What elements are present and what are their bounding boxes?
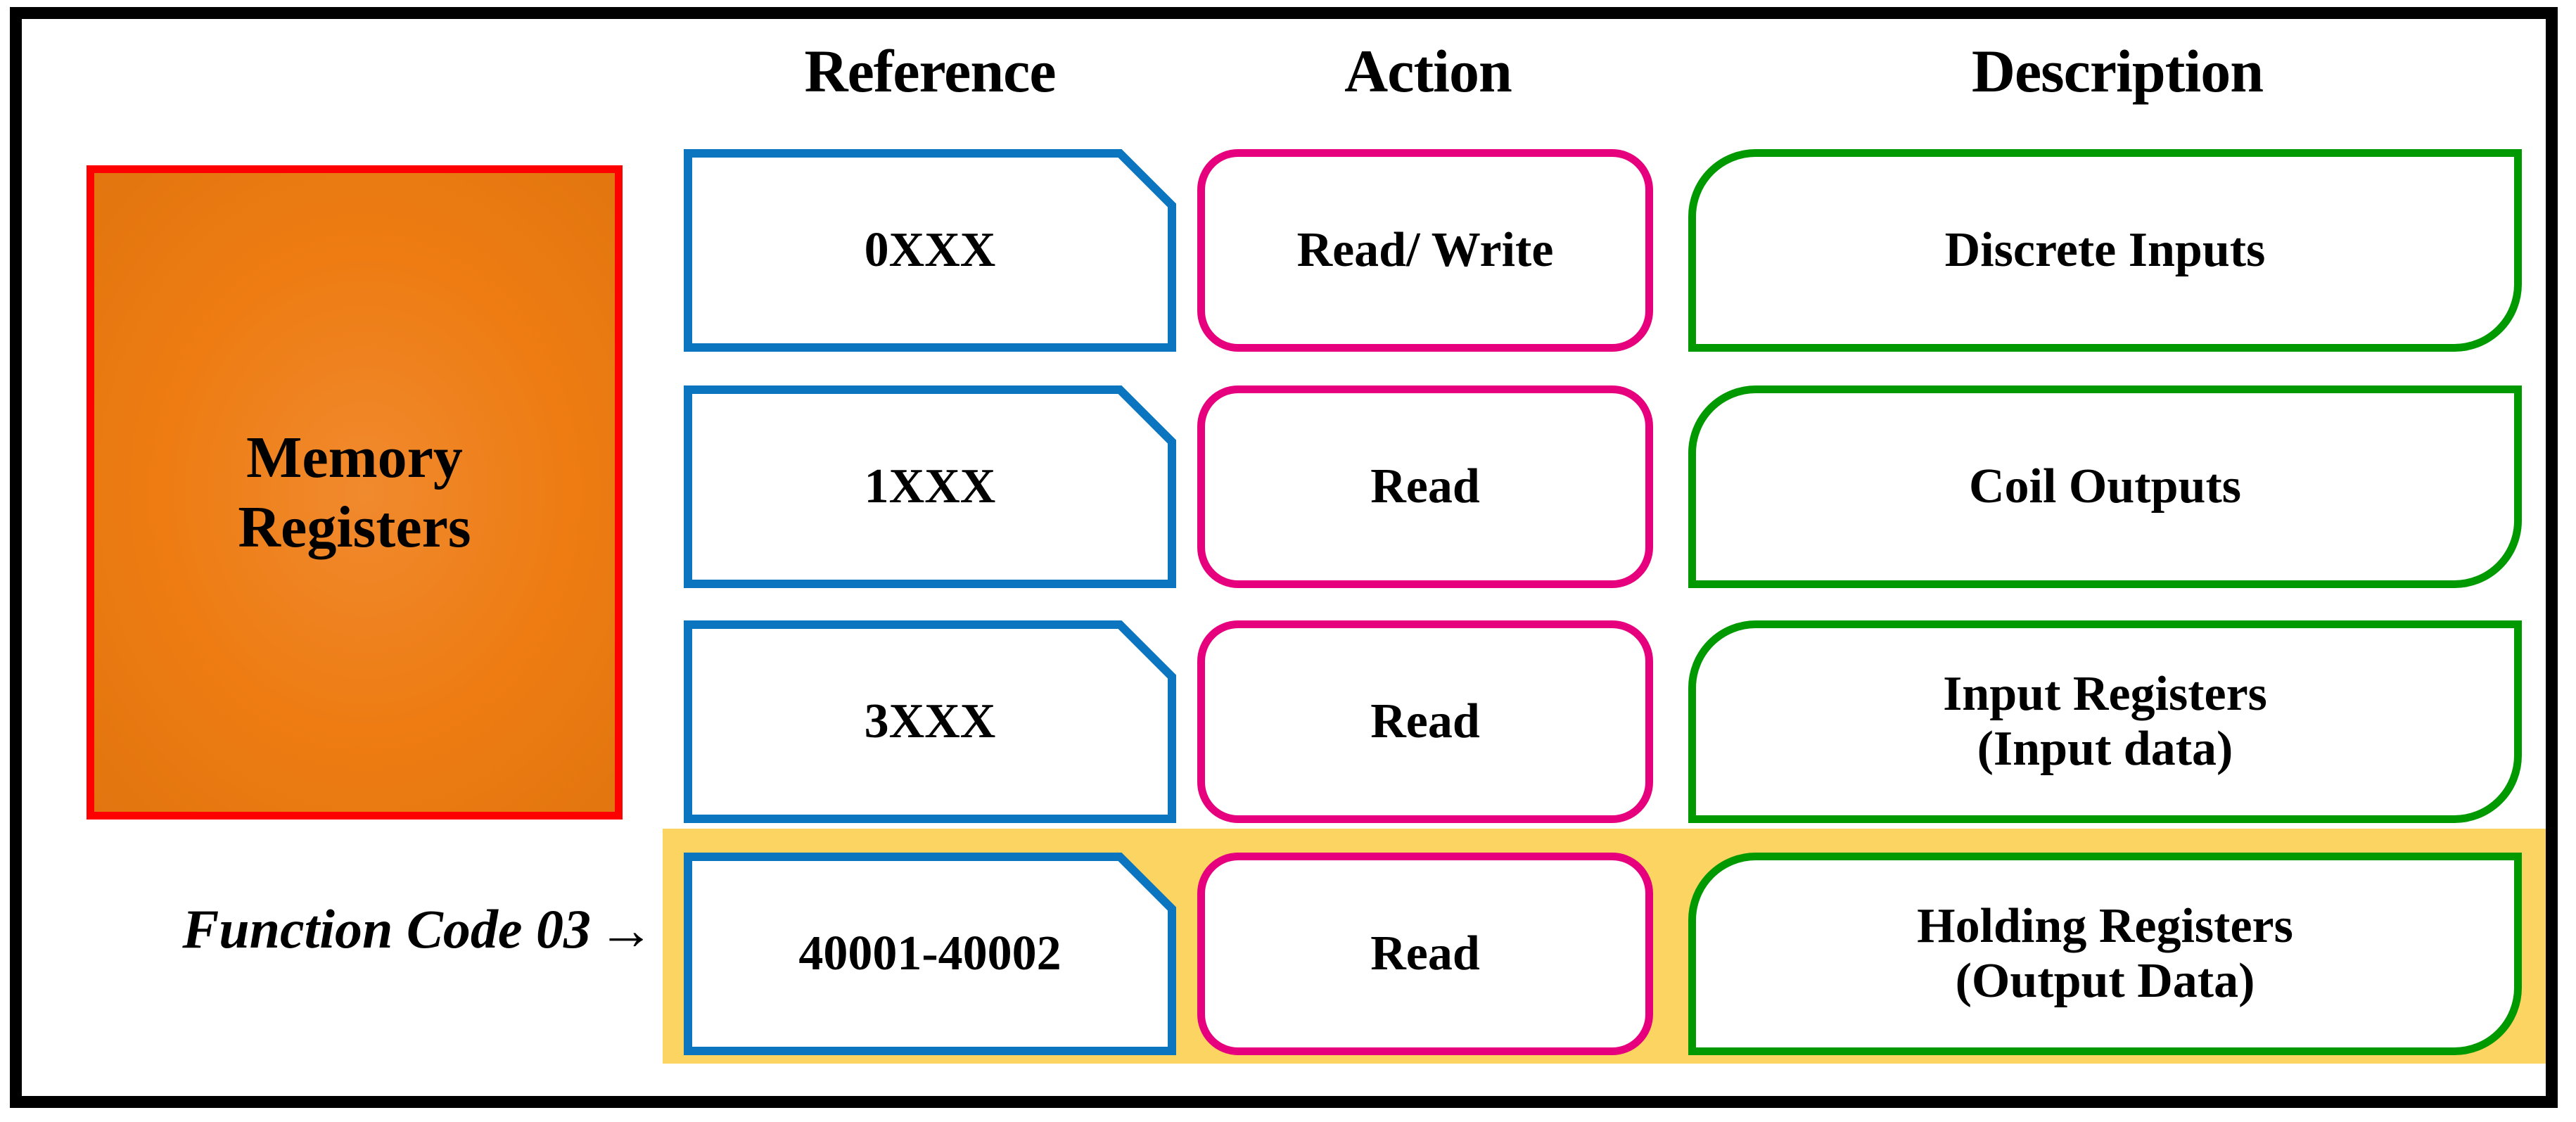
description-value-row-1: Discrete Inputs bbox=[1944, 222, 2266, 277]
action-value-row-1: Read/ Write bbox=[1296, 222, 1554, 277]
action-value-row-2: Read bbox=[1370, 459, 1480, 514]
column-header-description: Description bbox=[1971, 37, 2264, 105]
reference-value-row-1: 0XXX bbox=[864, 222, 996, 277]
memory-registers-block: Memory Registers bbox=[87, 165, 623, 820]
description-box-row-4[interactable]: Holding Registers (Output Data) bbox=[1688, 853, 2522, 1055]
folded-corner-shape-icon bbox=[684, 385, 1176, 588]
reference-box-row-4[interactable]: 40001-40002 bbox=[684, 853, 1176, 1055]
column-header-reference: Reference bbox=[804, 37, 1056, 105]
reference-box-row-1[interactable]: 0XXX bbox=[684, 149, 1176, 352]
action-box-row-3[interactable]: Read bbox=[1197, 620, 1653, 823]
function-code-annotation: Function Code 03→ bbox=[21, 900, 654, 962]
folded-corner-shape-icon bbox=[684, 149, 1176, 352]
description-value-row-2: Coil Outputs bbox=[1968, 459, 2242, 514]
action-value-row-4: Read bbox=[1370, 926, 1480, 981]
reference-box-row-3[interactable]: 3XXX bbox=[684, 620, 1176, 823]
reference-value-row-2: 1XXX bbox=[864, 459, 996, 514]
reference-value-row-4: 40001-40002 bbox=[798, 926, 1061, 981]
reference-box-row-2[interactable]: 1XXX bbox=[684, 385, 1176, 588]
action-box-row-4[interactable]: Read bbox=[1197, 853, 1653, 1055]
description-value-row-3: Input Registers (Input data) bbox=[1943, 666, 2267, 776]
function-code-label: Function Code 03 bbox=[182, 898, 591, 960]
description-box-row-3[interactable]: Input Registers (Input data) bbox=[1688, 620, 2522, 823]
action-box-row-2[interactable]: Read bbox=[1197, 385, 1653, 588]
folded-corner-shape-icon bbox=[684, 620, 1176, 823]
action-value-row-3: Read bbox=[1370, 694, 1480, 748]
folded-corner-shape-icon bbox=[684, 853, 1176, 1055]
description-box-row-1[interactable]: Discrete Inputs bbox=[1688, 149, 2522, 352]
right-arrow-icon: → bbox=[598, 900, 654, 962]
memory-registers-label: Memory Registers bbox=[238, 424, 471, 560]
description-box-row-2[interactable]: Coil Outputs bbox=[1688, 385, 2522, 588]
description-value-row-4: Holding Registers (Output Data) bbox=[1917, 898, 2293, 1008]
reference-value-row-3: 3XXX bbox=[864, 694, 996, 748]
column-header-action: Action bbox=[1344, 37, 1512, 105]
action-box-row-1[interactable]: Read/ Write bbox=[1197, 149, 1653, 352]
